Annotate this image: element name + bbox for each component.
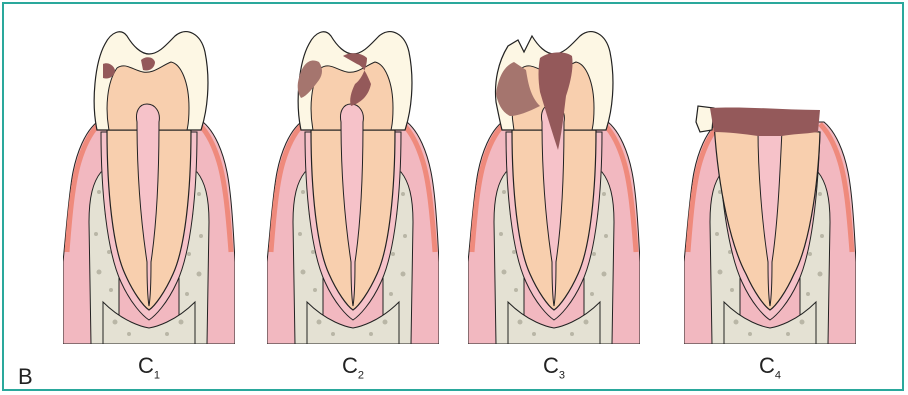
stage-label-c1: C1 xyxy=(63,353,235,381)
tooth-panel-c4 xyxy=(684,22,856,344)
stage-label-c3: C3 xyxy=(468,353,640,381)
tooth-c1-illustration xyxy=(63,22,235,344)
tooth-panel-c3 xyxy=(468,22,640,344)
tooth-panel-c2 xyxy=(267,22,439,344)
caries-c4 xyxy=(710,107,820,136)
tooth-panel-c1 xyxy=(63,22,235,344)
stage-label-c4: C4 xyxy=(684,353,856,381)
tooth-c2-illustration xyxy=(267,22,439,344)
tooth-c4-illustration xyxy=(684,22,856,344)
figure-letter: B xyxy=(18,364,33,390)
tooth-c3-illustration xyxy=(468,22,640,344)
stage-label-c2: C2 xyxy=(267,353,439,381)
